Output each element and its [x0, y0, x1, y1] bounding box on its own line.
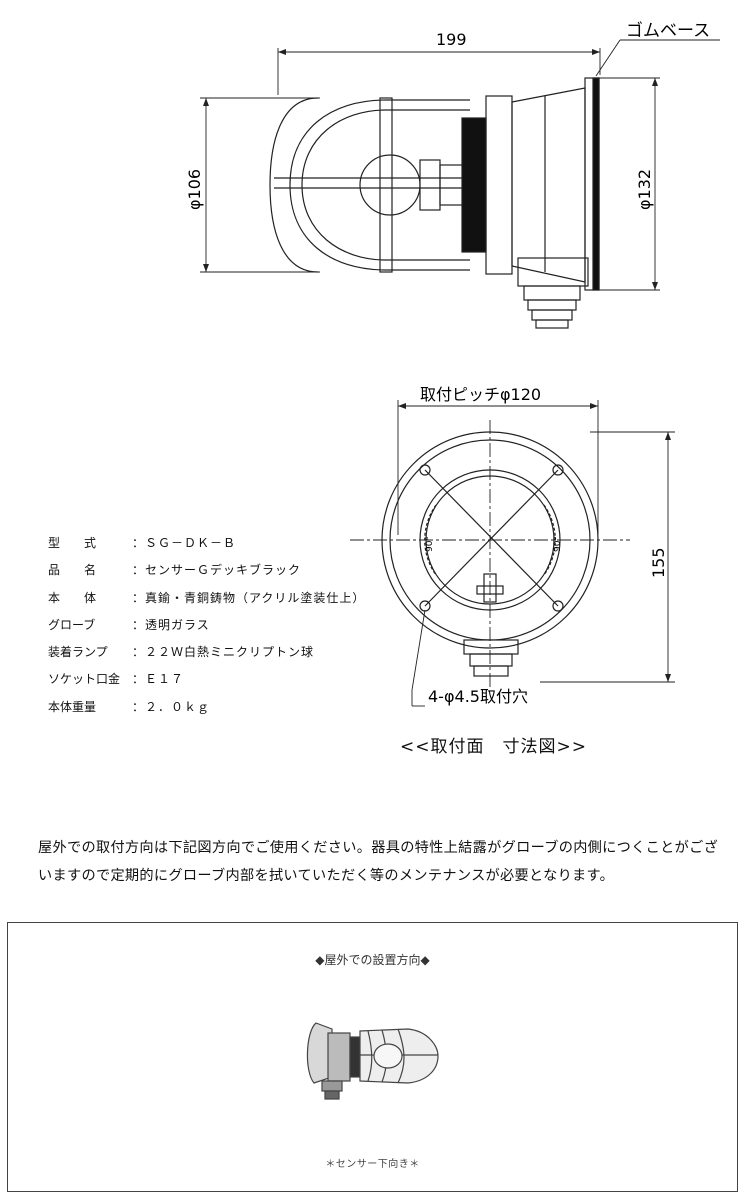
- pitch-label: 取付ピッチφ120: [420, 385, 541, 404]
- dimension-drawing: 199 φ106 φ132 ゴムベース 取付ピッチφ120 155 4-φ4.5…: [185, 20, 720, 707]
- spec-label: 本体重量: [48, 699, 97, 714]
- spec-value: ：Ｅ１７: [132, 672, 185, 687]
- spec-label: 装着ランプ: [48, 645, 108, 660]
- spec-value: ：透明ガラス: [132, 617, 210, 632]
- angle-left-label: 90°: [425, 536, 435, 552]
- spec-row: グローブ ：透明ガラス: [48, 612, 365, 639]
- side-view-lamp: [269, 77, 600, 329]
- spec-row: 本 体 ：真鍮・青銅鋳物（アクリル塗装仕上）: [48, 585, 365, 612]
- base-label: ゴムベース: [626, 20, 710, 41]
- spec-label: 型 式: [48, 536, 97, 550]
- angle-right-label: 90°: [553, 536, 563, 552]
- side-dimension-lines: [200, 39, 720, 291]
- spec-row: 本体重量 ：２．０ｋｇ: [48, 694, 365, 721]
- spec-value: ：真鍮・青銅鋳物（アクリル塗装仕上）: [132, 590, 366, 605]
- spec-value: ：２．０ｋｇ: [132, 699, 211, 714]
- drawing-caption: <<取付面 寸法図>>: [400, 737, 587, 757]
- dim-length-label: 199: [436, 30, 467, 49]
- notice-text: 屋外での取付方向は下記図方向でご使用ください。器具の特性上結露がグローブの内側に…: [38, 840, 719, 884]
- height-label: 155: [649, 547, 668, 578]
- spec-row: 装着ランプ ：２２Ｗ白熱ミニクリプトン球: [48, 639, 365, 666]
- install-title: ◆屋外での設置方向◆: [315, 953, 430, 967]
- spec-label: 本 体: [48, 590, 97, 605]
- dim-glove-dia-label: φ106: [185, 169, 204, 210]
- spec-label: ソケット口金: [48, 672, 121, 687]
- install-lamp-illustration: [306, 1022, 439, 1100]
- spec-value: ：センサーＧデッキブラック: [132, 563, 302, 578]
- spec-value: ：２２Ｗ白熱ミニクリプトン球: [132, 645, 315, 660]
- hole-label: 4-φ4.5取付穴: [428, 687, 528, 706]
- dim-base-dia-label: φ132: [635, 169, 654, 210]
- front-dimension-lines: [350, 400, 675, 707]
- spec-table: 型 式 ：ＳＧ－ＤＫ－Ｂ 品 名 ：センサーＧデッキブラック 本 体 ：真鍮・青銅鋳物…: [48, 530, 365, 721]
- spec-row: 型 式 ：ＳＧ－ＤＫ－Ｂ: [48, 530, 365, 557]
- install-direction-box: ◆屋外での設置方向◆ ＊センサー下向き＊: [7, 922, 738, 1192]
- spec-value: ：ＳＧ－ＤＫ－Ｂ: [132, 536, 237, 550]
- install-note: ＊センサー下向き＊: [325, 1159, 420, 1170]
- spec-row: 品 名 ：センサーＧデッキブラック: [48, 557, 365, 584]
- spec-label: 品 名: [48, 563, 97, 578]
- spec-row: ソケット口金 ：Ｅ１７: [48, 666, 365, 693]
- spec-label: グローブ: [48, 617, 96, 632]
